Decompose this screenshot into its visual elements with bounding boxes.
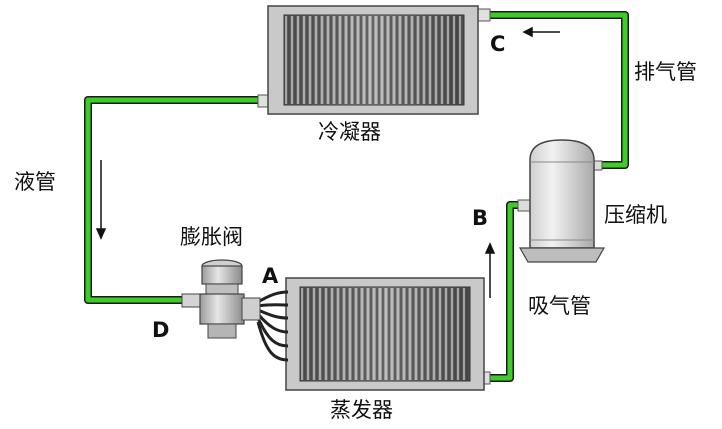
- distributor-tubes: [256, 290, 289, 362]
- expansion-valve-label: 膨胀阀: [180, 225, 243, 249]
- discharge-pipe-label: 排气管: [634, 60, 697, 84]
- point-b-label: B: [472, 206, 489, 230]
- condenser-fins: [285, 16, 461, 104]
- point-a-label: A: [262, 264, 279, 288]
- evaporator-fins: [301, 288, 468, 380]
- condenser: [257, 5, 491, 115]
- arrow-up-icon: [484, 242, 496, 298]
- suction-pipe: [486, 201, 528, 382]
- point-d-label: D: [152, 318, 170, 342]
- arrow-down-icon: [95, 160, 107, 240]
- point-c-label: C: [490, 32, 506, 56]
- compressor-label: 压缩机: [604, 203, 667, 227]
- liquid-pipe-label: 液管: [14, 170, 56, 194]
- evaporator-label: 蒸发器: [330, 398, 393, 422]
- expansion-valve: [181, 259, 261, 339]
- arrow-left-icon: [522, 26, 560, 38]
- condenser-label: 冷凝器: [318, 120, 381, 144]
- compressor: [517, 139, 606, 263]
- evaporator: [256, 277, 491, 391]
- suction-pipe-label: 吸气管: [528, 294, 591, 318]
- flow-arrows: [95, 26, 560, 298]
- refrigerant-piping: [84, 11, 629, 382]
